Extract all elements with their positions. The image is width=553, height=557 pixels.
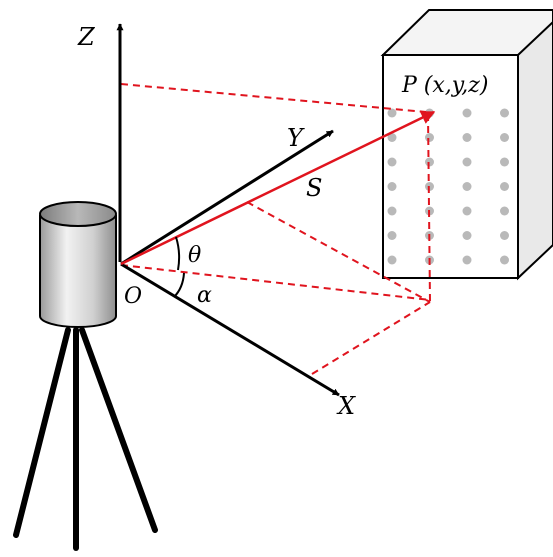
scan-point: [462, 231, 472, 240]
tripod-leg-right: [79, 327, 158, 533]
scanner-cylinder: [39, 201, 117, 328]
scan-point-grid: [387, 108, 509, 265]
vertical-drop-line: [427, 113, 431, 303]
x-axis: [120, 262, 340, 397]
target-box: [380, 9, 553, 281]
tripod-leg-left: [13, 327, 71, 538]
cylinder-body: [39, 215, 117, 328]
tripod: [13, 327, 158, 551]
scan-point: [500, 157, 509, 167]
x-axis-label: X: [336, 392, 356, 420]
scan-point: [462, 108, 472, 118]
theta-arc: [175, 236, 181, 271]
scan-point: [462, 133, 472, 142]
y-axis-label: Y: [287, 124, 305, 152]
range-label: S: [306, 174, 322, 202]
scan-point: [500, 255, 509, 265]
projection-lines: [120, 83, 431, 375]
diagram-labels: Z Y X O θ α S P (x,y,z): [77, 23, 488, 420]
scan-point: [500, 182, 509, 191]
alpha-label: α: [197, 283, 212, 308]
scan-point: [500, 108, 509, 118]
scan-point: [425, 133, 434, 142]
scan-point: [387, 133, 397, 142]
scan-point: [462, 255, 472, 265]
scan-point: [500, 206, 509, 216]
angle-arcs: [173, 236, 185, 298]
box-front-face: [382, 54, 519, 279]
scan-point: [462, 182, 472, 191]
z-projection-line: [120, 83, 427, 113]
scan-point: [462, 157, 472, 167]
coordinate-axes: [116, 23, 340, 397]
theta-label: θ: [188, 243, 201, 268]
scan-point: [500, 133, 509, 142]
scan-point: [387, 255, 397, 265]
scan-point: [500, 231, 509, 240]
y-axis: [120, 129, 334, 266]
scan-point: [387, 206, 397, 216]
scan-point: [387, 108, 397, 118]
z-axis-label: Z: [77, 23, 96, 51]
cylinder-top: [39, 201, 117, 227]
scan-point: [387, 231, 397, 240]
alpha-arc: [173, 272, 185, 298]
range-vector-s: [120, 110, 436, 266]
horizontal-range-line: [120, 264, 431, 301]
scan-point: [462, 206, 472, 216]
x-projection-line: [311, 301, 431, 375]
scan-point: [387, 157, 397, 167]
box-side-face: [517, 20, 553, 281]
point-label: P (x,y,z): [401, 73, 488, 98]
y-projection-line: [246, 201, 431, 303]
origin-label: O: [124, 284, 142, 309]
scan-point: [387, 182, 397, 191]
